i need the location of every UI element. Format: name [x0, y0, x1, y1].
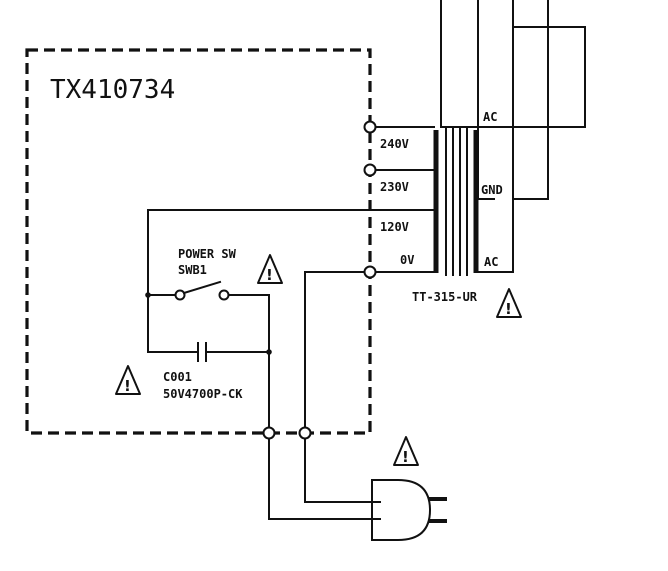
- warning-triangle-icon: !: [257, 254, 283, 284]
- warning-triangle-icon: !: [393, 436, 419, 466]
- svg-text:!: !: [505, 300, 512, 318]
- svg-text:!: !: [402, 448, 409, 466]
- power-switch-ref: SWB1: [178, 263, 207, 277]
- power-switch-name: POWER SW: [178, 247, 237, 261]
- ac-plug-icon: [371, 479, 447, 541]
- svg-text:!: !: [266, 266, 273, 284]
- tap-label-230v: 230V: [380, 180, 409, 194]
- terminals: [262, 120, 377, 440]
- tap-label-120v: 120V: [380, 220, 409, 234]
- warning-triangle-icon: !: [496, 288, 522, 318]
- capacitor-ref: C001: [163, 370, 192, 384]
- power-switch: [174, 280, 230, 301]
- primary-wiring: [147, 209, 381, 520]
- warning-triangle-icon: !: [115, 365, 141, 395]
- capacitor: [197, 342, 207, 362]
- svg-text:!: !: [124, 377, 131, 395]
- transformer: [369, 126, 495, 276]
- board-boundary: [25, 48, 372, 435]
- secondary-label-ac-top: AC: [483, 110, 497, 124]
- tap-label-240v: 240V: [380, 137, 409, 151]
- capacitor-value: 50V4700P-CK: [163, 387, 243, 401]
- board-title: TX410734: [50, 75, 175, 105]
- secondary-label-ac-bottom: AC: [484, 255, 498, 269]
- secondary-label-gnd: GND: [481, 183, 503, 197]
- output-wiring: [440, 0, 586, 273]
- junction-dots: [145, 292, 272, 355]
- tap-label-0v: 0V: [400, 253, 414, 267]
- transformer-part-label: TT-315-UR: [412, 290, 478, 304]
